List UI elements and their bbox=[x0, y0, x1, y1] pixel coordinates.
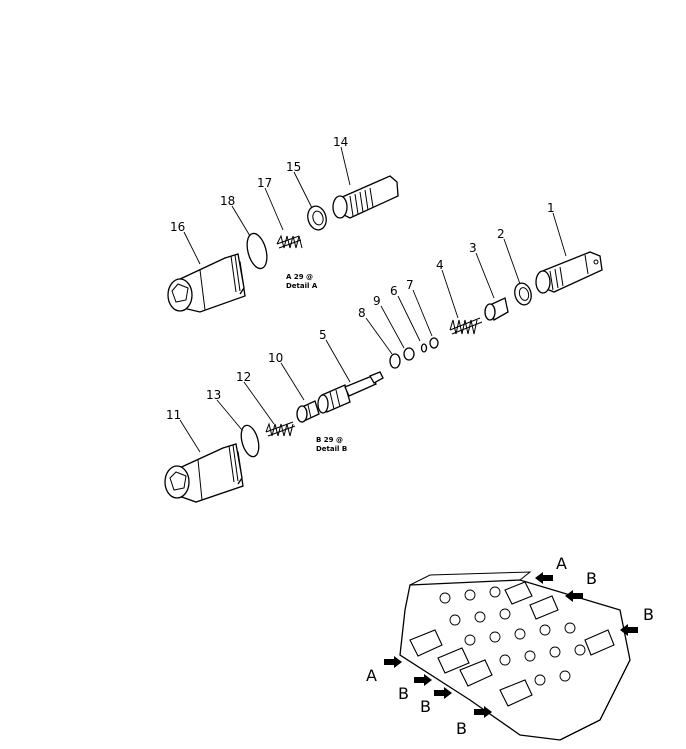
part-2-ring bbox=[514, 282, 532, 306]
overview-arrows bbox=[384, 572, 638, 718]
detail-a-caption: Detail A bbox=[286, 282, 318, 290]
label-part-8: 8 bbox=[358, 306, 366, 320]
label-part-9: 9 bbox=[373, 294, 381, 308]
valve-block-overview bbox=[399, 571, 631, 741]
part-4-spring bbox=[449, 317, 483, 335]
arrow-icon bbox=[474, 706, 492, 718]
leader-lines bbox=[179, 146, 567, 453]
label-part-4: 4 bbox=[436, 258, 444, 272]
arrow-icon bbox=[620, 624, 638, 636]
label-part-3: 3 bbox=[469, 241, 477, 255]
detail-b-caption: Detail B bbox=[316, 445, 347, 453]
part-10-collar bbox=[296, 400, 320, 423]
label-part-5: 5 bbox=[319, 328, 327, 342]
part-15-ring bbox=[307, 205, 327, 231]
callout-b-left-1: B bbox=[398, 684, 409, 703]
arrow-icon bbox=[565, 590, 583, 602]
part-18-o-ring bbox=[246, 232, 268, 270]
part-7-ring bbox=[429, 337, 439, 349]
part-14-sleeve bbox=[332, 175, 399, 219]
part-17-spring bbox=[276, 234, 303, 249]
label-part-16: 16 bbox=[170, 220, 185, 234]
part-3-cap bbox=[484, 297, 509, 321]
callout-b-bottom: B bbox=[456, 719, 467, 738]
part-13-o-ring bbox=[240, 424, 260, 458]
part-5-spool bbox=[317, 371, 384, 414]
part-12-spring bbox=[265, 421, 296, 437]
label-part-14: 14 bbox=[333, 135, 348, 149]
callout-a-left: A bbox=[366, 666, 377, 685]
part-9-ring bbox=[403, 347, 415, 361]
label-part-11: 11 bbox=[166, 408, 181, 422]
callout-b-top: B bbox=[586, 569, 597, 588]
arrow-icon bbox=[434, 687, 452, 699]
label-part-15: 15 bbox=[286, 160, 301, 174]
label-part-1: 1 bbox=[547, 201, 555, 215]
label-part-7: 7 bbox=[406, 278, 414, 292]
callout-b-right: B bbox=[643, 605, 654, 624]
part-6-ring bbox=[420, 343, 428, 353]
label-part-18: 18 bbox=[220, 194, 235, 208]
label-part-10: 10 bbox=[268, 351, 283, 365]
part-11-plug bbox=[164, 443, 244, 503]
label-part-12: 12 bbox=[236, 370, 251, 384]
part-8-ring bbox=[389, 353, 401, 369]
arrow-icon bbox=[414, 674, 432, 686]
label-part-2: 2 bbox=[497, 227, 505, 241]
arrow-icon bbox=[384, 656, 402, 668]
label-part-6: 6 bbox=[390, 284, 398, 298]
part-1-valve bbox=[535, 251, 603, 294]
detail-a-code: A 29 @ bbox=[286, 273, 313, 281]
part-16-plug bbox=[167, 253, 246, 313]
arrow-icon bbox=[535, 572, 553, 584]
callout-b-left-2: B bbox=[420, 697, 431, 716]
label-part-13: 13 bbox=[206, 388, 221, 402]
callout-a-top: A bbox=[556, 554, 567, 573]
label-part-17: 17 bbox=[257, 176, 272, 190]
detail-b-code: B 29 @ bbox=[316, 436, 343, 444]
